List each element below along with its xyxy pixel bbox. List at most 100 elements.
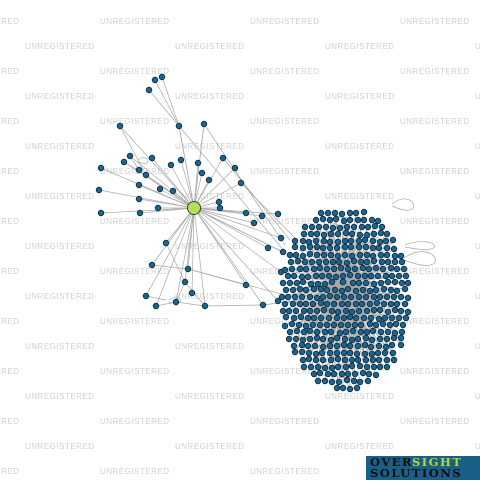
network-node[interactable] [370, 293, 378, 301]
network-node[interactable] [301, 258, 309, 266]
focus-node[interactable] [187, 201, 201, 215]
network-node[interactable] [305, 355, 313, 363]
network-node[interactable] [284, 272, 292, 280]
network-node[interactable] [402, 272, 410, 280]
network-node[interactable] [352, 314, 360, 322]
network-node[interactable] [379, 320, 387, 328]
network-node[interactable] [148, 261, 156, 269]
network-node[interactable] [313, 334, 321, 342]
network-node[interactable] [352, 287, 360, 295]
network-node[interactable] [279, 307, 287, 315]
network-node[interactable] [300, 328, 308, 336]
network-node[interactable] [391, 306, 399, 314]
network-node[interactable] [300, 307, 308, 315]
network-node[interactable] [355, 307, 363, 315]
network-node[interactable] [387, 286, 395, 294]
network-node[interactable] [311, 342, 319, 350]
network-node[interactable] [330, 321, 338, 329]
network-node[interactable] [286, 328, 294, 336]
network-node[interactable] [327, 356, 335, 364]
network-node[interactable] [363, 363, 371, 371]
network-node[interactable] [307, 280, 315, 288]
network-node[interactable] [321, 328, 329, 336]
network-node[interactable] [348, 362, 356, 370]
network-node[interactable] [299, 252, 307, 260]
network-node[interactable] [158, 73, 166, 81]
network-node[interactable] [395, 314, 403, 322]
network-node[interactable] [404, 308, 412, 316]
network-node[interactable] [346, 385, 354, 393]
network-node[interactable] [354, 356, 362, 364]
network-node[interactable] [313, 230, 321, 238]
network-node[interactable] [333, 293, 341, 301]
network-node[interactable] [355, 293, 363, 301]
network-node[interactable] [290, 342, 298, 350]
network-node[interactable] [152, 302, 160, 310]
network-node[interactable] [304, 342, 312, 350]
network-node[interactable] [301, 223, 309, 231]
network-node[interactable] [361, 272, 369, 280]
network-node[interactable] [258, 212, 266, 220]
network-node[interactable] [388, 341, 396, 349]
network-node[interactable] [145, 86, 153, 94]
network-node[interactable] [289, 286, 297, 294]
network-node[interactable] [320, 306, 328, 314]
network-node[interactable] [391, 258, 399, 266]
network-node[interactable] [390, 293, 398, 301]
network-node[interactable] [334, 238, 342, 246]
network-node[interactable] [347, 243, 355, 251]
network-node[interactable] [386, 321, 394, 329]
network-node[interactable] [291, 293, 299, 301]
network-node[interactable] [347, 293, 355, 301]
network-node[interactable] [142, 292, 150, 300]
network-node[interactable] [259, 301, 267, 309]
network-node[interactable] [291, 348, 299, 356]
network-node[interactable] [334, 252, 342, 260]
network-node[interactable] [368, 336, 376, 344]
network-node[interactable] [363, 307, 371, 315]
network-node[interactable] [281, 322, 289, 330]
network-node[interactable] [402, 314, 410, 322]
network-node[interactable] [365, 370, 373, 378]
network-node[interactable] [332, 215, 340, 223]
network-node[interactable] [298, 341, 306, 349]
network-node[interactable] [351, 321, 359, 329]
network-node[interactable] [299, 356, 307, 364]
network-node[interactable] [242, 209, 250, 217]
network-node[interactable] [377, 328, 385, 336]
network-node[interactable] [318, 349, 326, 357]
network-node[interactable] [329, 258, 337, 266]
network-node[interactable] [306, 327, 314, 335]
network-node[interactable] [175, 122, 183, 130]
network-node[interactable] [397, 307, 405, 315]
network-node[interactable] [297, 313, 305, 321]
network-node[interactable] [326, 238, 334, 246]
network-node[interactable] [339, 384, 347, 392]
network-node[interactable] [344, 285, 352, 293]
network-node[interactable] [330, 370, 338, 378]
network-node[interactable] [299, 278, 307, 286]
network-node[interactable] [363, 258, 371, 266]
network-node[interactable] [390, 356, 398, 364]
network-node[interactable] [389, 236, 397, 244]
network-node[interactable] [323, 321, 331, 329]
network-node[interactable] [363, 328, 371, 336]
network-node[interactable] [242, 281, 250, 289]
network-node[interactable] [306, 243, 314, 251]
network-node[interactable] [329, 224, 337, 232]
network-node[interactable] [200, 120, 208, 128]
network-node[interactable] [188, 289, 196, 297]
network-node[interactable] [277, 234, 285, 242]
network-node[interactable] [374, 217, 382, 225]
network-node[interactable] [97, 209, 105, 217]
network-node[interactable] [376, 293, 384, 301]
network-node[interactable] [319, 335, 327, 343]
network-node[interactable] [299, 244, 307, 252]
network-node[interactable] [367, 314, 375, 322]
network-node[interactable] [377, 251, 385, 259]
network-node[interactable] [316, 369, 324, 377]
network-node[interactable] [334, 355, 342, 363]
network-node[interactable] [331, 209, 339, 217]
network-node[interactable] [349, 279, 357, 287]
network-node[interactable] [327, 230, 335, 238]
